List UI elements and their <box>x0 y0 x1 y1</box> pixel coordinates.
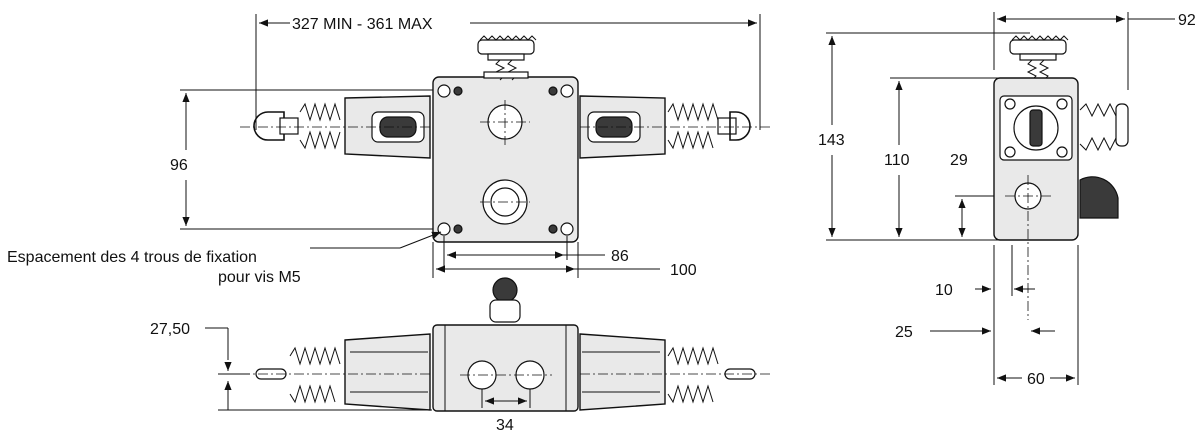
bottom-view: 27,50 34 <box>150 277 770 434</box>
height-96-label: 96 <box>170 157 188 174</box>
side-view: 92 143 110 29 <box>818 12 1196 388</box>
mounting-holes-note-line2: pour vis M5 <box>218 269 301 286</box>
overall-length-label: 327 MIN - 361 MAX <box>292 16 433 33</box>
left-cable-assembly <box>240 95 431 159</box>
hole-spacing-86-label: 86 <box>611 248 629 265</box>
right-cable-assembly <box>579 95 770 159</box>
offset-25-label: 25 <box>895 324 913 341</box>
depth-92-label: 92 <box>1178 12 1196 29</box>
width-100-label: 100 <box>670 262 697 279</box>
offset-10-label: 10 <box>935 282 953 299</box>
height-110-label: 110 <box>884 152 910 169</box>
width-60-label: 60 <box>1027 371 1045 388</box>
offset-27-50-label: 27,50 <box>150 321 190 338</box>
front-view: 327 MIN - 361 MAX 96 <box>7 14 770 286</box>
spacing-34-label: 34 <box>496 417 514 434</box>
mounting-holes-note-line1: Espacement des 4 trous de fixation <box>7 249 257 266</box>
offset-29-label: 29 <box>950 152 968 169</box>
central-housing <box>432 35 579 243</box>
height-143-label: 143 <box>818 132 845 149</box>
